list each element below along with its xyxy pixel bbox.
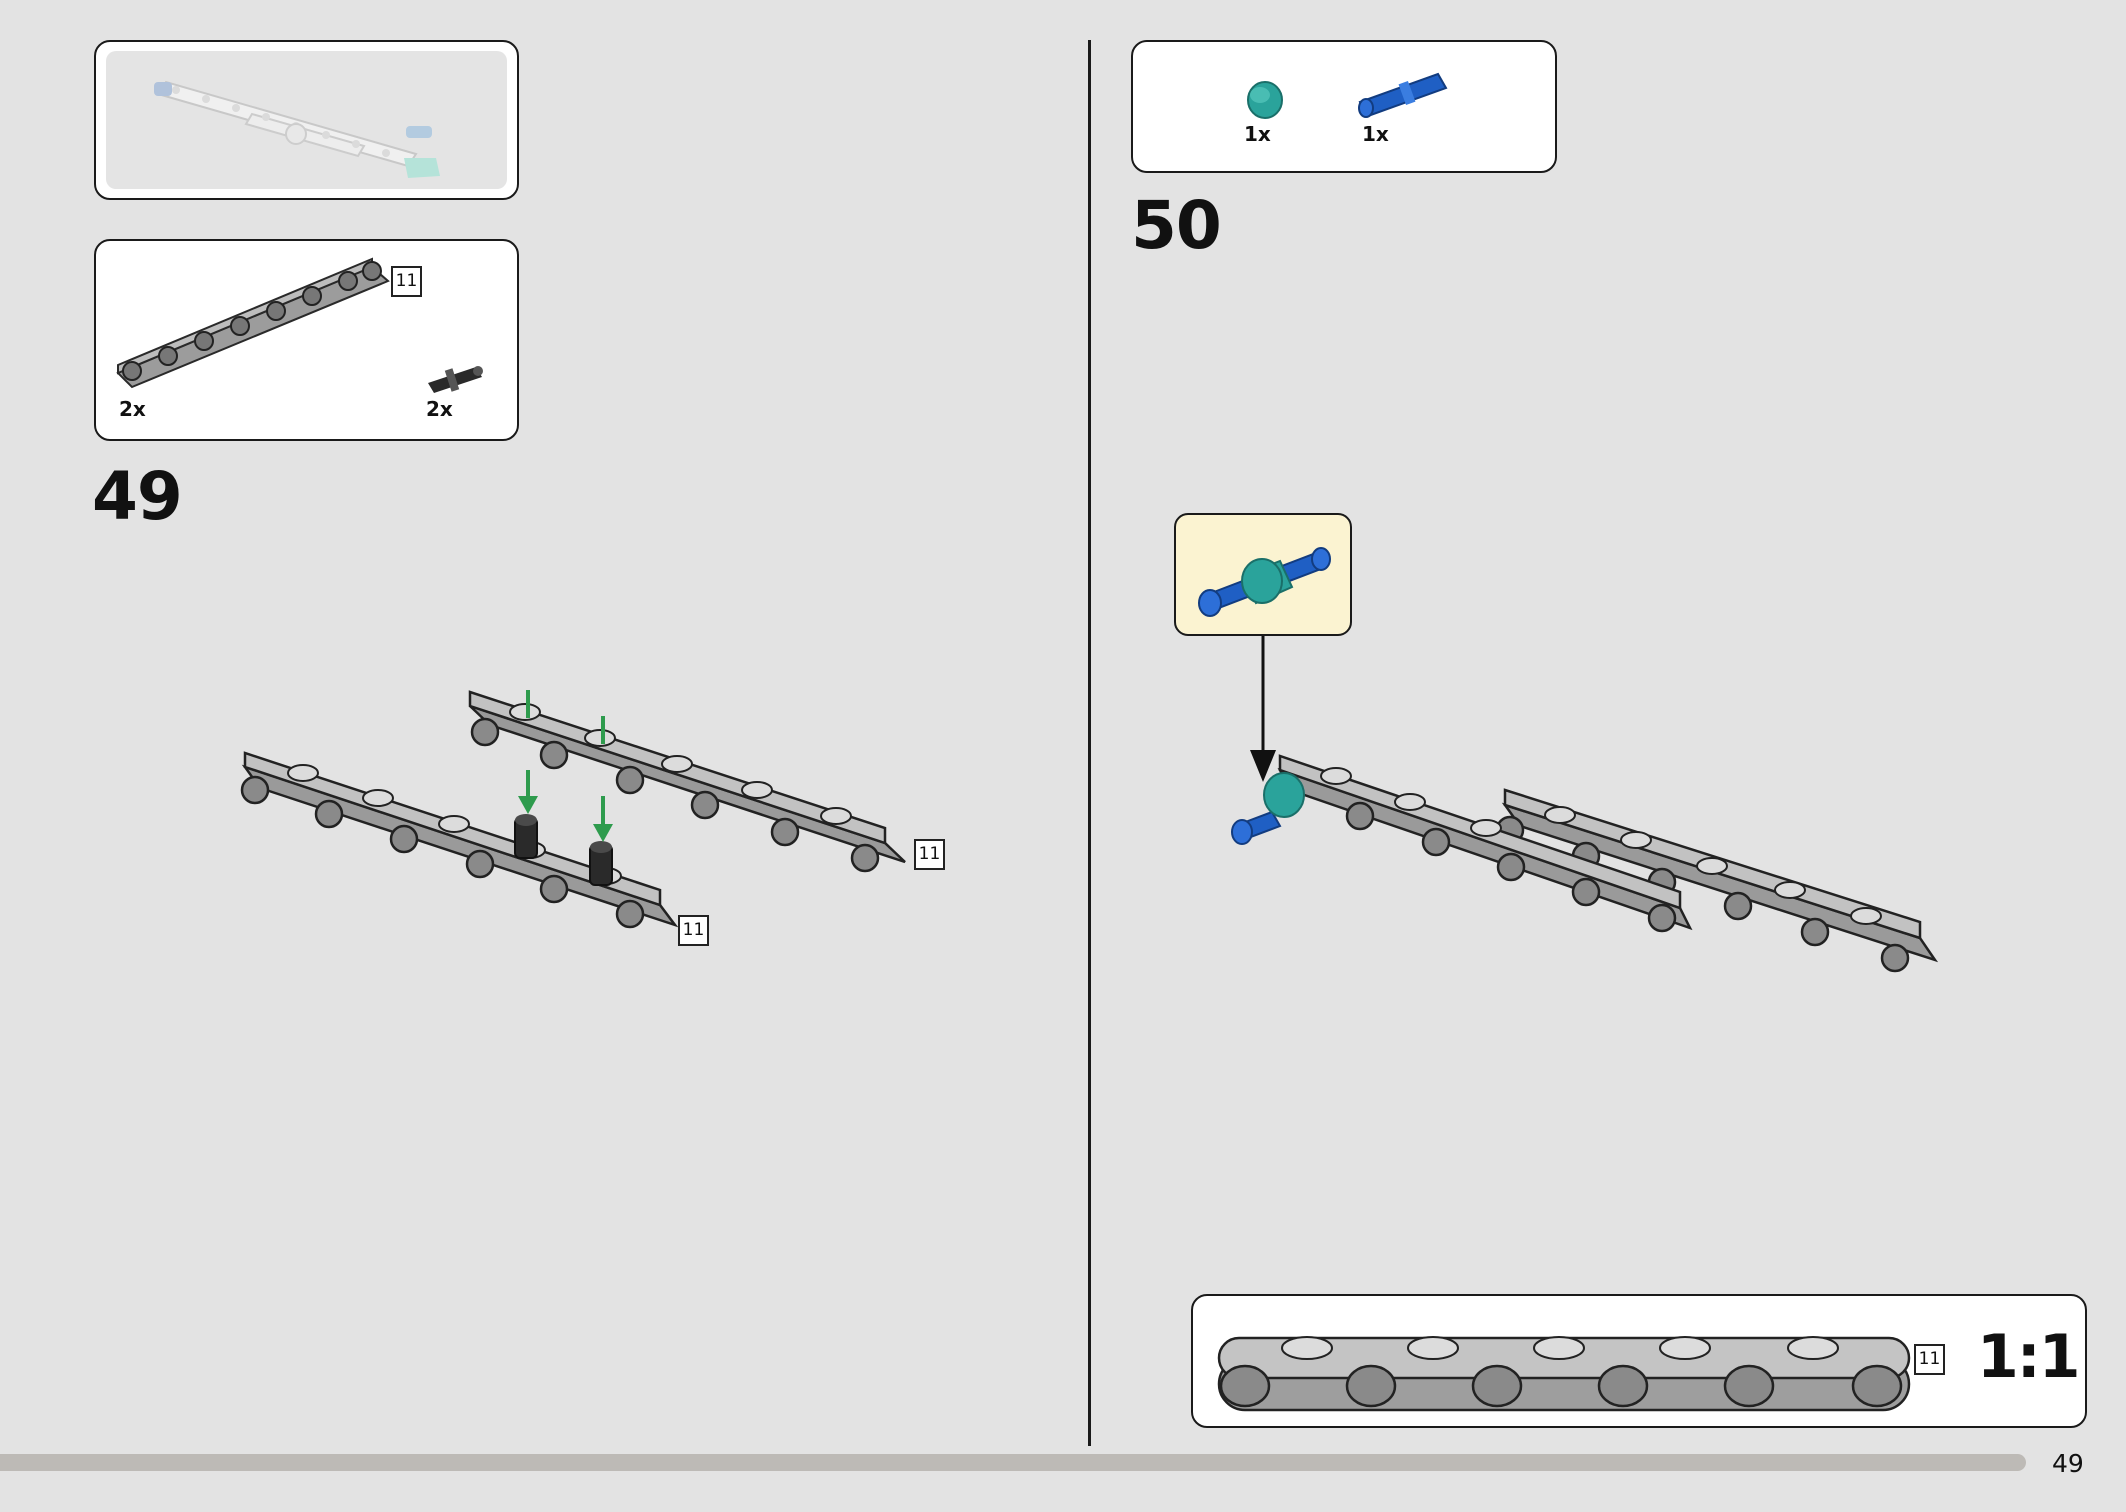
progress-bar <box>0 1454 2026 1471</box>
bush-quantity: 1x <box>1244 122 1271 146</box>
page-divider <box>1088 40 1091 1446</box>
parts-list-step-49: 11 2x 2x <box>94 239 519 441</box>
sub-assembly-callout <box>1174 513 1352 636</box>
back-beam-length-label: 11 <box>914 839 945 870</box>
parts-list-step-50: 1x 1x <box>1131 40 1557 173</box>
step-number-50: 50 <box>1131 187 1222 264</box>
preview-background <box>106 51 507 189</box>
beam-length-label: 11 <box>391 266 422 297</box>
page-number: 49 <box>2052 1449 2084 1478</box>
axle-pin-quantity: 1x <box>1362 122 1389 146</box>
front-beam-length-label: 11 <box>678 915 709 946</box>
preview-assembly-image <box>154 80 440 178</box>
pin-with-bush-icon <box>1198 547 1331 617</box>
friction-pin-black-icon <box>428 366 483 393</box>
beam-11-icon <box>116 257 390 389</box>
beam-quantity: 2x <box>119 397 146 421</box>
pin-quantity: 2x <box>426 397 453 421</box>
scale-reference-box: 11 1:1 <box>1191 1294 2087 1428</box>
previous-step-preview <box>94 40 519 200</box>
scale-length-label: 11 <box>1914 1344 1945 1375</box>
bush-teal-icon <box>1247 81 1283 119</box>
axle-pin-blue-icon <box>1358 72 1448 118</box>
step-number-49: 49 <box>92 458 183 535</box>
beam-11-scale-image <box>1217 1336 1911 1412</box>
scale-ratio-label: 1:1 <box>1977 1322 2080 1392</box>
